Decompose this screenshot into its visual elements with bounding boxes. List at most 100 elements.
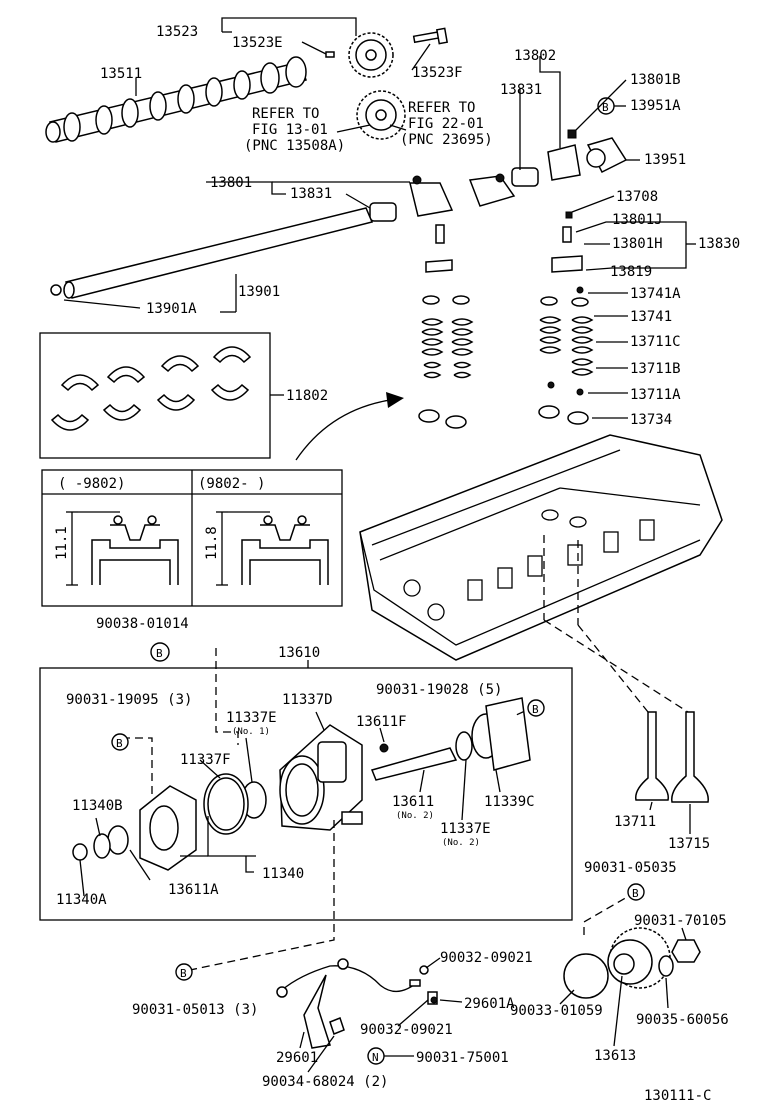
label-13741A: 13741A [630,286,681,302]
inset-right-dim: 11.8 [204,526,220,560]
marker-n-75001: N [367,1047,385,1065]
valve-train-left [418,224,474,429]
marker-b-19028: B [527,699,545,717]
label-13715: 13715 [668,836,710,852]
label-13611A: 13611A [168,882,219,898]
label-11340: 11340 [262,866,304,882]
label-13801J: 13801J [612,212,663,228]
svg-text:B: B [156,647,163,660]
cam-gear-lower [356,90,406,140]
label-13511: 13511 [100,66,142,82]
camshaft-13511 [45,56,307,143]
refer-left-2: FIG 13-01 [252,122,328,138]
label-13611-note: (No. 2) [396,811,434,821]
gear-13613 [607,927,671,989]
rocker-arm-13801 [409,175,454,217]
label-13830: 13830 [698,236,740,252]
label-90031-70105: 90031-70105 [634,913,727,929]
leader-dash [583,891,637,935]
label-13801H: 13801H [612,236,663,252]
label-13613: 13613 [594,1048,636,1064]
label-11337E-2-note: (No. 2) [442,838,480,848]
label-90034-68024: 90034-68024 (2) [262,1074,388,1090]
label-11337D: 11337D [282,692,333,708]
label-13951A: 13951A [630,98,681,114]
label-11337E-2: 11337E [440,821,491,837]
leader-dash [543,619,689,713]
bushing-13831b [369,202,397,222]
label-13610: 13610 [278,645,320,661]
adjuster-13951 [586,137,628,174]
label-13611: 13611 [392,794,434,810]
svg-text:B: B [116,737,123,750]
figure-code: 130111-C [644,1088,711,1104]
inset-right-header: (9802- ) [198,476,265,492]
label-11802: 11802 [286,388,328,404]
refer-notes: REFER TO FIG 13-01 (PNC 13508A) REFER TO… [244,100,493,154]
marker-b-19095: B [111,733,129,751]
marker-b-05013: B [175,963,193,981]
label-13831b: 13831 [290,186,332,202]
label-13901A: 13901A [146,301,197,317]
leader-dash [215,648,239,745]
arrow-head [386,392,404,408]
o-ring-90033-01059 [563,953,609,999]
rocker-arm-center [468,173,516,207]
label-90032-09021a: 90032-09021 [440,950,533,966]
label-13901: 13901 [238,284,280,300]
vacuum-pump-13610 [72,697,531,871]
svg-text:B: B [602,101,609,114]
rocker-arm-13802 [547,129,581,181]
marker-b-90038: B [150,642,170,662]
svg-text:B: B [632,887,639,900]
label-13734: 13734 [630,412,672,428]
label-13708: 13708 [616,189,658,205]
label-90031-19028: 90031-19028 (5) [376,682,502,698]
svg-text:B: B [532,703,539,716]
bolt-13523F [412,27,449,45]
label-11340A: 11340A [56,892,107,908]
label-11337F: 11337F [180,752,231,768]
label-13801: 13801 [210,175,252,191]
marker-b-05035: B [627,883,645,901]
refer-right-1: REFER TO [408,100,475,116]
label-90031-75001: 90031-75001 [416,1050,509,1066]
inset-left-dim: 11.1 [54,526,70,560]
cylinder-head [359,434,723,661]
leader-lines [63,17,696,1073]
label-11339C: 11339C [484,794,535,810]
rocker-shaft-13901 [50,207,374,299]
refer-left-3: (PNC 13508A) [244,138,345,154]
label-90032-09021b: 90032-09021 [360,1022,453,1038]
label-13951: 13951 [644,152,686,168]
leader-dash [189,820,335,971]
label-13801B: 13801B [630,72,681,88]
label-13523F: 13523F [412,65,463,81]
label-90031-05035: 90031-05035 [584,860,677,876]
vacuum-pump-box [39,667,573,921]
inset-left-header: ( -9802) [58,476,125,492]
label-13741: 13741 [630,309,672,325]
bushing-13831a [511,167,539,187]
svg-text:B: B [180,967,187,980]
cam-gear-13523 [348,32,394,78]
refer-right-2: FIG 22-01 [408,116,484,132]
arrow-line [295,399,391,461]
label-13711A: 13711A [630,387,681,403]
leader-dash [122,737,153,795]
label-13711C: 13711C [630,334,681,350]
label-13802: 13802 [514,48,556,64]
label-13831a: 13831 [500,82,542,98]
label-13711B: 13711B [630,361,681,377]
label-11337E-1: 11337E [226,710,277,726]
label-90038-01014: 90038-01014 [96,616,189,632]
valve-13711 [635,711,669,801]
refer-right-3: (PNC 23695) [400,132,493,148]
label-29601: 29601 [276,1050,318,1066]
refer-left-1: REFER TO [252,106,319,122]
label-90035-60056: 90035-60056 [636,1012,729,1028]
label-29601A: 29601A [464,996,515,1012]
label-11337E-1-note: (No. 1) [232,727,270,737]
label-11340B: 11340B [72,798,123,814]
